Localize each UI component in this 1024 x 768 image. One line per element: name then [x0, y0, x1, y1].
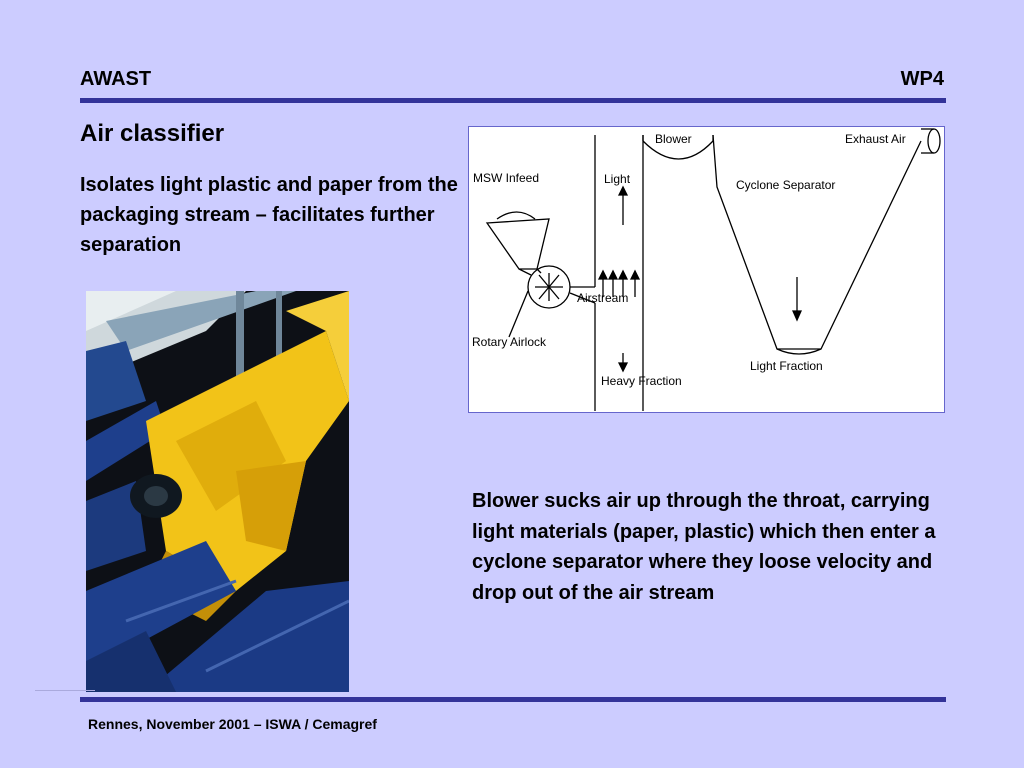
- diagram-label-light: Light: [604, 172, 631, 186]
- decorative-line: [35, 690, 95, 691]
- photo-illustration: [86, 291, 349, 692]
- footer-divider: [80, 697, 946, 702]
- diagram-label-blower: Blower: [655, 132, 692, 146]
- header-left: AWAST: [80, 68, 152, 90]
- diagram-label-rotary-airlock: Rotary Airlock: [472, 335, 547, 349]
- description-text: Blower sucks air up through the throat, …: [472, 490, 936, 604]
- air-classifier-photo: [86, 291, 349, 692]
- diagram-label-light-fraction: Light Fraction: [750, 359, 823, 373]
- diagram-svg: Blower Exhaust Air MSW Infeed Light Cycl…: [472, 128, 941, 411]
- slide-subtitle: Isolates light plastic and paper from th…: [80, 174, 458, 256]
- diagram-label-cyclone-separator: Cyclone Separator: [736, 178, 835, 192]
- header-right: WP4: [900, 68, 944, 90]
- diagram-label-heavy-fraction: Heavy Fraction: [601, 374, 682, 388]
- hopper: [485, 218, 550, 270]
- slide-title: Air classifier: [80, 120, 225, 147]
- diagram-label-msw-infeed: MSW Infeed: [473, 171, 539, 185]
- cyclone-separator: [712, 134, 922, 355]
- blower: [642, 140, 714, 160]
- footer-text: Rennes, November 2001 – ISWA / Cemagref: [88, 716, 377, 732]
- diagram-label-airstream: Airstream: [577, 291, 628, 305]
- header-divider: [80, 98, 946, 103]
- air-classifier-diagram: Blower Exhaust Air MSW Infeed Light Cycl…: [468, 126, 945, 413]
- diagram-label-exhaust-air: Exhaust Air: [845, 132, 906, 146]
